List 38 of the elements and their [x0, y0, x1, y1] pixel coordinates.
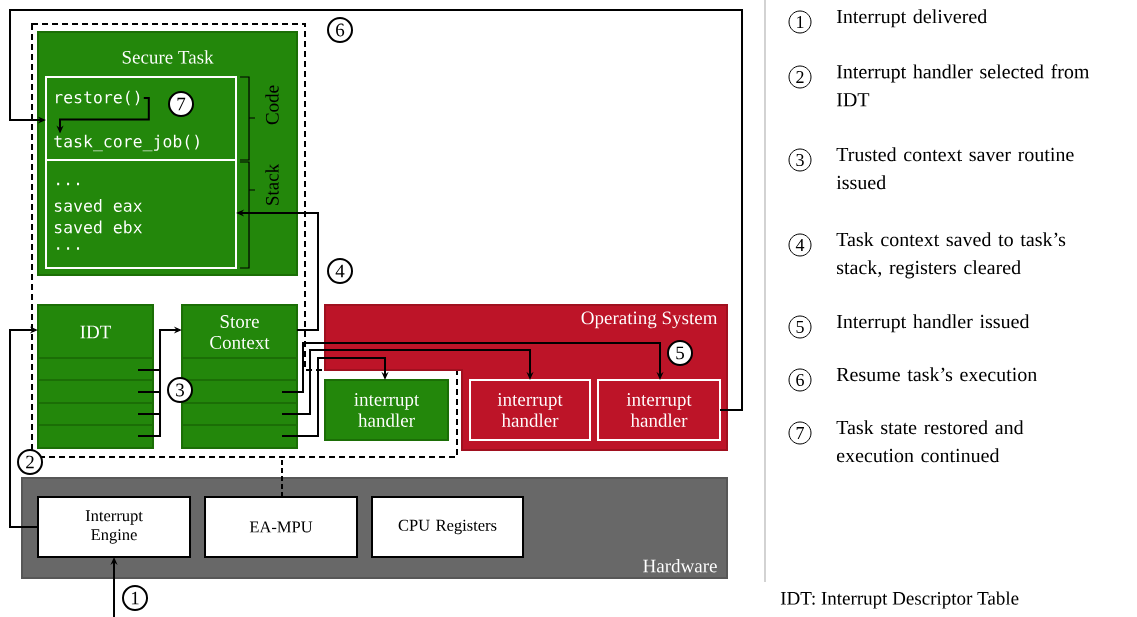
code-line: restore() — [56, 90, 140, 106]
step-number: 1 — [788, 10, 812, 34]
arrow — [9, 326, 39, 528]
step-number: 3 — [788, 148, 812, 172]
step-description: Interrupt handler selected from IDT — [836, 64, 1090, 107]
arrow — [281, 357, 389, 437]
handler-box: interrupt handler — [597, 379, 721, 441]
step-description: Task state restored and execution continued — [836, 420, 1024, 463]
code-line: task_core_job() — [54, 134, 199, 152]
code-box — [45, 76, 237, 161]
step-number: 2 — [788, 65, 812, 89]
arrow — [281, 349, 534, 415]
callout-number: 4 — [327, 258, 353, 284]
step-number: 7 — [788, 421, 812, 445]
callout-number: 1 — [122, 585, 148, 611]
step-number: 4 — [788, 233, 812, 257]
handler-box: interrupt handler — [469, 379, 591, 441]
handler-box: interrupt handler — [324, 379, 449, 441]
step-number: 6 — [788, 368, 812, 392]
callout-number: 6 — [327, 17, 353, 43]
stack-box: ... saved eax saved ebx ... — [45, 159, 237, 269]
step-description: Trusted context saver routine issued — [836, 147, 1074, 190]
component-box: CPU Registers — [371, 496, 524, 558]
callout-number: 3 — [167, 377, 193, 403]
arrow — [281, 342, 664, 393]
table-box: IDT — [37, 304, 154, 449]
step-description: Interrupt delivered — [836, 9, 987, 28]
step-description: Task context saved to task’s stack, registers cleared — [836, 232, 1066, 279]
section-label: Code — [265, 85, 279, 125]
arrow — [9, 9, 743, 411]
callout-number: 2 — [17, 449, 43, 475]
footnote: IDT: Interrupt Descriptor Table — [780, 591, 1019, 609]
component-box: Interrupt Engine — [37, 496, 191, 558]
step-description: Resume task’s execution — [836, 367, 1037, 382]
component-box: EA-MPU — [204, 496, 358, 558]
section-label: Stack — [265, 163, 279, 205]
step-number: 5 — [788, 315, 812, 339]
step-description: Interrupt handler issued — [836, 314, 1030, 333]
